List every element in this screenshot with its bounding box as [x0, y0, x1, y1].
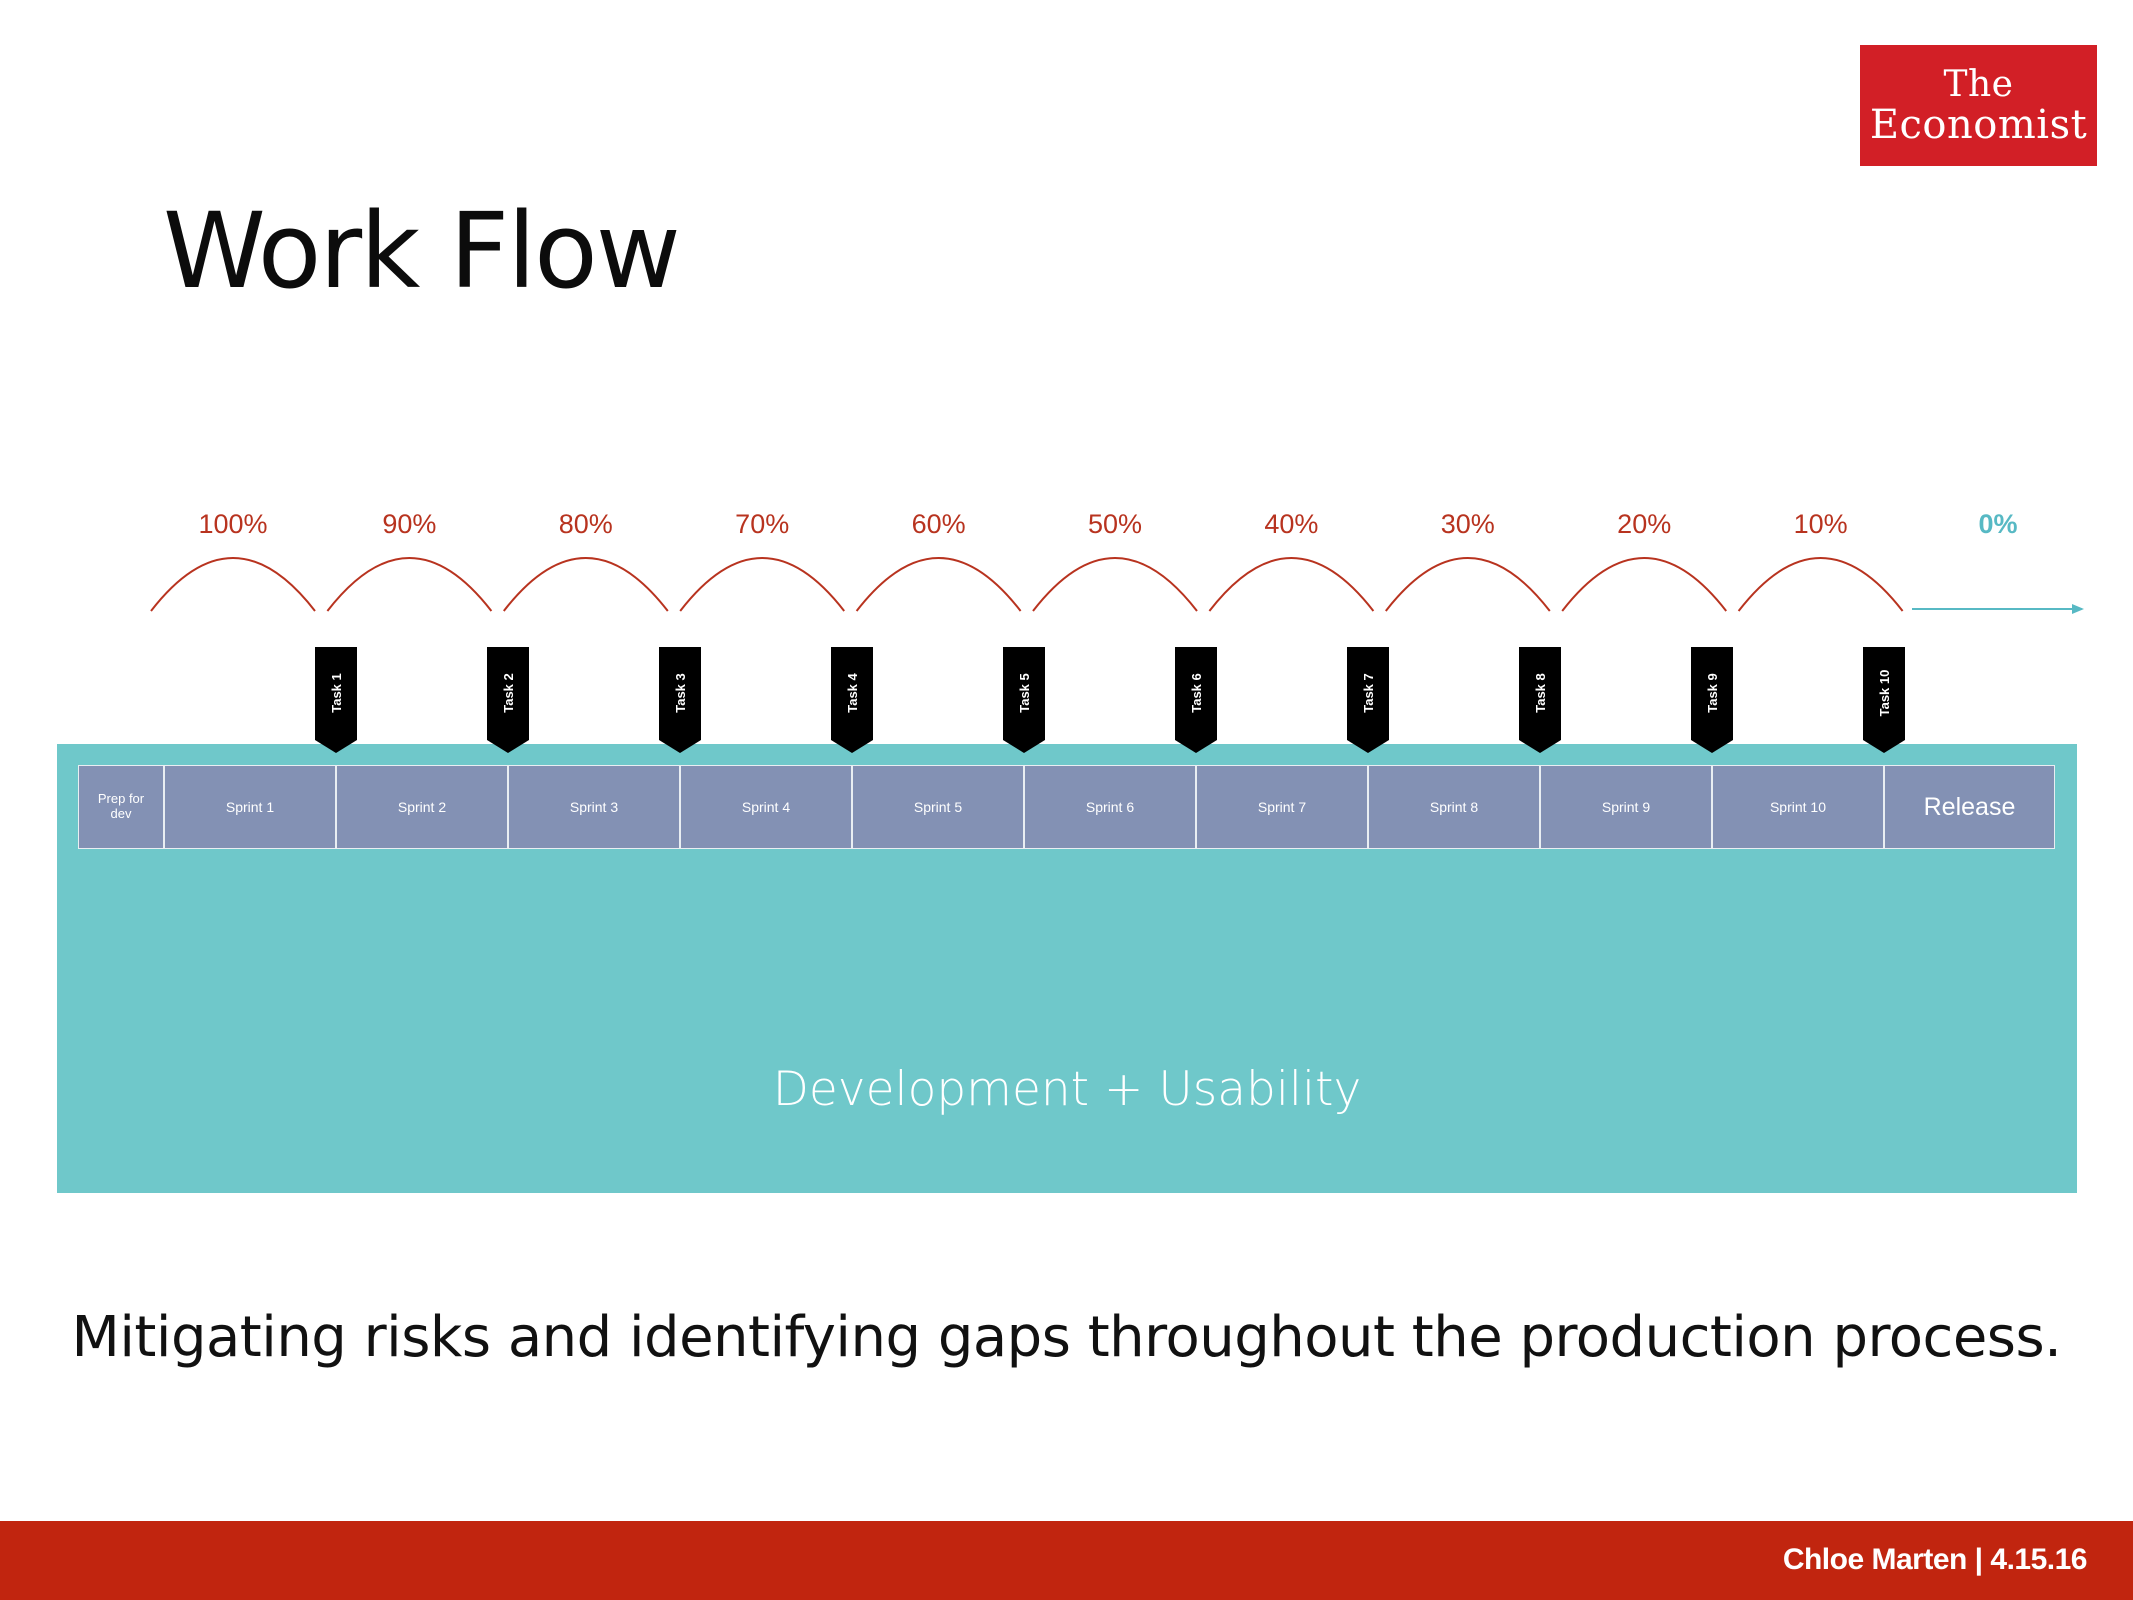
- task-marker-shape: [1691, 647, 1733, 753]
- task-label: Task 6: [1189, 673, 1204, 713]
- task-marker: Task 5: [1003, 647, 1045, 753]
- percentage-label: 40%: [1264, 509, 1318, 539]
- progress-arc: [1032, 557, 1198, 612]
- percentage-label: 70%: [735, 509, 789, 539]
- task-marker: Task 1: [315, 647, 357, 753]
- development-label: Development + Usability: [772, 1062, 1362, 1117]
- sprint-cell: Sprint 5: [853, 766, 1025, 848]
- sprint-cell: Sprint 7: [1197, 766, 1369, 848]
- percentage-label: 60%: [912, 509, 966, 539]
- task-marker: Task 6: [1175, 647, 1217, 753]
- task-marker-shape: [1863, 647, 1905, 753]
- percentage-label: 50%: [1088, 509, 1142, 539]
- progress-arc: [1385, 557, 1551, 612]
- subtitle: Mitigating risks and identifying gaps th…: [71, 1305, 2062, 1370]
- sprint-label: Sprint 3: [569, 798, 619, 815]
- task-marker-shape: [315, 647, 357, 753]
- footer-text: Chloe Marten | 4.15.16: [1782, 1543, 2088, 1576]
- sprint-cell: Sprint 2: [337, 766, 509, 848]
- task-label: Task 1: [329, 673, 344, 713]
- task-marker-shape: [659, 647, 701, 753]
- progress-arc: [326, 557, 493, 612]
- sprint-cell: Sprint 8: [1369, 766, 1541, 848]
- prep-label: Prep for dev: [97, 791, 145, 821]
- sprint-label: Sprint 10: [1769, 798, 1827, 815]
- task-marker: Task 4: [831, 647, 873, 753]
- logo-line-2: Economist: [1869, 101, 2088, 148]
- task-marker: Task 8: [1519, 647, 1561, 753]
- task-label: Task 2: [501, 673, 516, 713]
- sprint-cell: Sprint 3: [509, 766, 681, 848]
- progress-arc: [1737, 557, 1904, 612]
- task-marker-shape: [1347, 647, 1389, 753]
- task-marker-shape: [487, 647, 529, 753]
- sprint-label: Sprint 8: [1429, 798, 1479, 815]
- page-title: Work Flow: [163, 190, 681, 312]
- release-cell: Release: [1885, 766, 2054, 848]
- task-marker-shape: [1519, 647, 1561, 753]
- progress-arc: [1208, 557, 1375, 612]
- percentage-label: 10%: [1794, 509, 1848, 539]
- task-marker: Task 7: [1347, 647, 1389, 753]
- task-marker: Task 3: [659, 647, 701, 753]
- sprint-label: Sprint 6: [1085, 798, 1135, 815]
- sprint-label: Sprint 7: [1257, 798, 1307, 815]
- task-label: Task 9: [1705, 673, 1720, 713]
- percentage-label: 20%: [1617, 509, 1671, 539]
- task-label: Task 4: [845, 672, 860, 712]
- sprint-label: Sprint 2: [397, 798, 447, 815]
- task-marker: Task 10: [1863, 647, 1905, 753]
- task-marker: Task 2: [487, 647, 529, 753]
- task-label: Task 10: [1877, 670, 1892, 717]
- sprint-cell: Sprint 9: [1541, 766, 1713, 848]
- sprint-cell: Sprint 1: [165, 766, 337, 848]
- footer-bar: Chloe Marten | 4.15.16: [0, 1521, 2133, 1600]
- percentage-final: 0%: [1978, 509, 2017, 539]
- progress-arc: [679, 557, 845, 612]
- percentage-label: 30%: [1441, 509, 1495, 539]
- progress-arc: [855, 557, 1022, 612]
- task-marker-shape: [831, 647, 873, 753]
- progress-arc: [150, 557, 316, 612]
- release-label: Release: [1923, 792, 2016, 821]
- task-label: Task 5: [1017, 673, 1032, 713]
- task-marker-shape: [1175, 647, 1217, 753]
- percentage-label: 80%: [559, 509, 613, 539]
- economist-logo: The Economist: [1860, 45, 2097, 166]
- sprint-label: Sprint 4: [741, 798, 791, 815]
- sprint-cell: Sprint 4: [681, 766, 853, 848]
- task-marker-shape: [1003, 647, 1045, 753]
- prep-cell: Prep for dev: [79, 766, 165, 848]
- sprint-cell: Sprint 6: [1025, 766, 1197, 848]
- task-marker: Task 9: [1691, 647, 1733, 753]
- progress-arc: [1561, 557, 1727, 612]
- task-label: Task 8: [1533, 673, 1548, 713]
- sprint-label: Sprint 9: [1601, 798, 1651, 815]
- progress-arc: [503, 557, 669, 612]
- percentage-label: 90%: [382, 509, 436, 539]
- sprint-label: Sprint 5: [913, 798, 963, 815]
- sprint-label: Sprint 1: [225, 798, 275, 815]
- sprint-cell: Sprint 10: [1713, 766, 1885, 848]
- task-label: Task 7: [1361, 673, 1376, 713]
- task-label: Task 3: [673, 673, 688, 713]
- logo-line-1: The: [1943, 63, 2014, 105]
- percentage-label: 100%: [198, 509, 267, 539]
- sprint-row: Prep for dev Sprint 1 Sprint 2 Sprint 3 …: [78, 765, 2055, 849]
